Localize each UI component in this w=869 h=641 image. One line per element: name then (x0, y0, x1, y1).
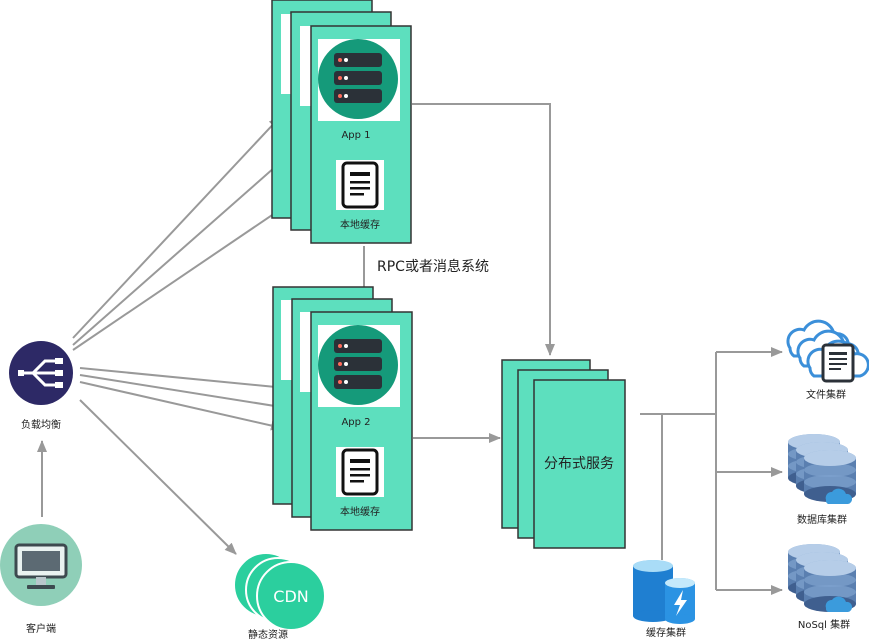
document-icon (341, 448, 379, 496)
cdn-circle-icon (233, 552, 326, 631)
app2-label: App 2 (341, 417, 370, 428)
cdn-node: CDN 静态资源 (233, 552, 326, 641)
client-label: 客户端 (26, 622, 56, 635)
app1-label: App 1 (341, 130, 370, 141)
edge-app1-service (412, 103, 555, 356)
server-rack-icon (318, 39, 398, 119)
load-balancer-node: 负载均衡 (9, 341, 73, 431)
edge-lb-app1-b (72, 144, 301, 346)
connectors (37, 103, 783, 595)
server-rack-icon (318, 325, 398, 405)
database-cloud-icon (788, 434, 856, 504)
app1-stack: App 1 本地缓存 (271, 0, 412, 244)
app2-stack: App 2 本地缓存 (272, 286, 413, 531)
client-node: 客户端 (0, 524, 82, 635)
distributed-service-stack: 分布式服务 (501, 359, 626, 549)
nosql-cluster-label: NoSql 集群 (798, 618, 850, 631)
rpc-label: RPC或者消息系统 (377, 258, 489, 275)
static-resources-label: 静态资源 (248, 628, 288, 641)
database-cloud-icon (788, 544, 856, 612)
app1-cache-label: 本地缓存 (340, 218, 380, 231)
distributed-service-label: 分布式服务 (544, 456, 614, 472)
cache-cluster-node: 缓存集群 (633, 560, 695, 639)
db-cluster-node: 数据库集群 (788, 434, 856, 526)
load-balancer-label: 负载均衡 (21, 418, 61, 431)
nosql-cluster-node: NoSql 集群 (788, 544, 856, 631)
edge-lb-cdn (79, 399, 237, 555)
file-cluster-label: 文件集群 (806, 388, 846, 401)
database-bolt-icon (633, 560, 695, 624)
edge-lb-app1-a (72, 116, 281, 339)
edge-lb-app2-b (79, 374, 301, 414)
share-network-icon (9, 341, 73, 405)
cache-cluster-label: 缓存集群 (646, 626, 686, 639)
monitor-icon (0, 524, 82, 606)
service-card-front[interactable] (533, 379, 626, 549)
cdn-label: CDN (273, 587, 308, 606)
file-cluster-node: 文件集群 (786, 319, 869, 401)
document-icon (341, 161, 379, 209)
app2-cache-label: 本地缓存 (340, 505, 380, 518)
cloud-document-icon (786, 319, 869, 383)
db-cluster-label: 数据库集群 (797, 513, 847, 526)
edge-lb-app2-c (79, 381, 283, 431)
